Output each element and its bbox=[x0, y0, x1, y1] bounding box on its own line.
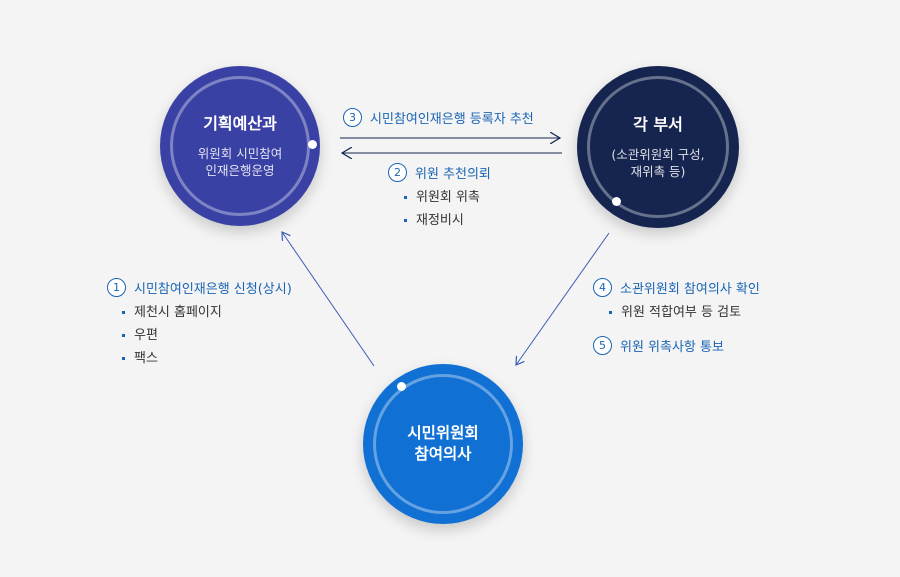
list-item: 재정비시 bbox=[404, 209, 480, 232]
node-dot bbox=[308, 140, 317, 149]
citizen-member-title-line: 시민위원회 bbox=[407, 424, 479, 442]
list-item: 우편 bbox=[122, 324, 222, 347]
step-3-label: 3 시민참여인재은행 등록자 추천 bbox=[343, 108, 534, 127]
list-item: 위원회 위촉 bbox=[404, 186, 480, 209]
step-2-bullets: 위원회 위촉 재정비시 bbox=[404, 186, 480, 232]
list-item: 위원 적합여부 등 검토 bbox=[609, 301, 741, 324]
step-4-label: 4 소관위원회 참여의사 확인 bbox=[593, 278, 760, 297]
planning-dept-subtitle: 위원회 시민참여 인재은행운영 bbox=[198, 145, 282, 179]
step-2-label: 2 위원 추천의뢰 bbox=[388, 163, 491, 182]
step-number-badge: 4 bbox=[593, 278, 612, 297]
step-number-badge: 5 bbox=[593, 336, 612, 355]
planning-dept-subtitle-line: 인재은행운영 bbox=[205, 163, 275, 178]
node-dot bbox=[397, 382, 406, 391]
planning-dept-title: 기획예산과 bbox=[203, 114, 277, 133]
step-number-badge: 1 bbox=[107, 278, 126, 297]
each-dept-title: 각 부서 bbox=[633, 115, 683, 134]
step-number-badge: 2 bbox=[388, 163, 407, 182]
step-text: 위원 위촉사항 통보 bbox=[620, 340, 724, 355]
citizen-member-node: 시민위원회 참여의사 bbox=[363, 364, 523, 524]
each-dept-subtitle-line: (소관위원회 구성, bbox=[611, 147, 705, 162]
citizen-member-title: 시민위원회 참여의사 bbox=[407, 423, 478, 465]
step-4-bullets: 위원 적합여부 등 검토 bbox=[609, 301, 741, 324]
planning-dept-subtitle-line: 위원회 시민참여 bbox=[197, 146, 283, 161]
step-5-label: 5 위원 위촉사항 통보 bbox=[593, 336, 724, 355]
citizen-member-title-line: 참여의사 bbox=[414, 445, 472, 463]
node-ring bbox=[373, 374, 513, 514]
list-item: 팩스 bbox=[122, 347, 222, 370]
step-1-label: 1 시민참여인재은행 신청(상시) bbox=[107, 278, 292, 297]
arrow-citizen-to-planning bbox=[282, 232, 375, 367]
step-1-bullets: 제천시 홈페이지 우편 팩스 bbox=[122, 301, 222, 370]
node-ring bbox=[587, 76, 729, 218]
each-dept-node: 각 부서 (소관위원회 구성, 재위촉 등) bbox=[577, 66, 739, 228]
each-dept-subtitle: (소관위원회 구성, 재위촉 등) bbox=[611, 146, 704, 180]
step-text: 시민참여인재은행 등록자 추천 bbox=[370, 112, 534, 127]
node-dot bbox=[612, 197, 621, 206]
step-text: 위원 추천의뢰 bbox=[415, 167, 491, 182]
list-item: 제천시 홈페이지 bbox=[122, 301, 222, 324]
each-dept-subtitle-line: 재위촉 등) bbox=[630, 164, 686, 179]
step-number-badge: 3 bbox=[343, 108, 362, 127]
arrow-each-dept-to-citizen bbox=[516, 232, 610, 365]
planning-dept-node: 기획예산과 위원회 시민참여 인재은행운영 bbox=[160, 66, 320, 226]
step-text: 소관위원회 참여의사 확인 bbox=[620, 282, 760, 297]
step-text: 시민참여인재은행 신청(상시) bbox=[134, 282, 292, 297]
